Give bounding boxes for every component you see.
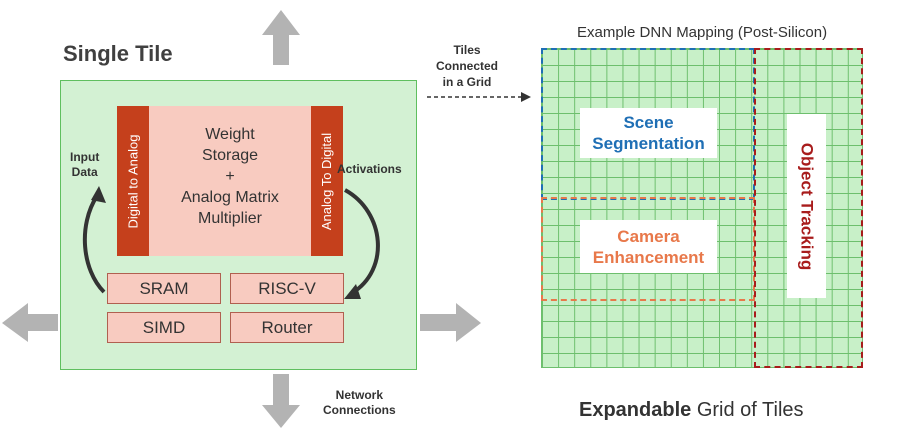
riscv-block: RISC-V (230, 273, 344, 304)
activations-label: Activations (337, 162, 402, 176)
analog-core (117, 106, 343, 256)
activation-flow-arrow (344, 188, 380, 295)
input-flow-arrow (82, 194, 106, 294)
tiles-connected-label: Tiles Connected in a Grid (436, 43, 499, 89)
arrow-left-icon (2, 303, 58, 342)
object-tracking-label: Object Tracking (797, 142, 817, 270)
scene-segmentation-label: Scene Segmentation (580, 108, 717, 158)
grid-footer: Expandable Grid of Tiles (579, 399, 804, 422)
mapping-title: Example DNN Mapping (Post-Silicon) (577, 24, 828, 41)
connector-arrowhead-icon (521, 92, 531, 102)
arrow-up-icon (262, 10, 300, 65)
object-tracking-box: Object Tracking (787, 114, 826, 298)
sram-block: SRAM (107, 273, 221, 304)
arrow-down-icon (262, 374, 300, 428)
arrow-right-icon (420, 303, 481, 342)
grid-footer-rest: Grid of Tiles (691, 399, 804, 421)
camera-enhancement-label: Camera Enhancement (580, 220, 717, 273)
single-tile-title: Single Tile (63, 41, 173, 66)
input-arrowhead-icon (91, 186, 106, 203)
core-description: Weight Storage + Analog Matrix Multiplie… (181, 126, 279, 227)
adc-bar: Analog To Digital (311, 106, 343, 256)
activation-arrowhead-icon (344, 284, 361, 299)
input-data-label: Input Data (70, 150, 100, 179)
router-block: Router (230, 312, 344, 343)
tile-grid (541, 48, 863, 368)
simd-block: SIMD (107, 312, 221, 343)
dac-bar: Digital to Analog (117, 106, 149, 256)
grid-footer-bold: Expandable (579, 399, 692, 421)
object-tracking-region (754, 48, 863, 368)
network-connections-label: Network Connections (323, 388, 396, 417)
